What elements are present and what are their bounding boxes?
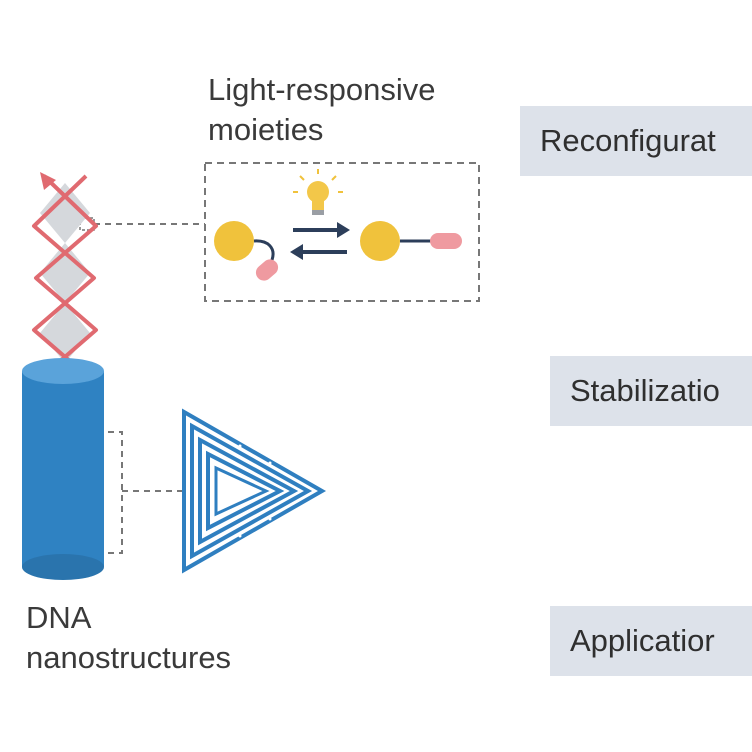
moiety-straight-icon bbox=[360, 221, 462, 261]
equilibrium-arrows-icon bbox=[290, 222, 350, 260]
dna-label-line1: DNA bbox=[26, 600, 92, 635]
light-bulb-icon bbox=[293, 169, 343, 215]
light-responsive-label-line2: moieties bbox=[208, 112, 324, 147]
stabilization-box: Stabilizatio bbox=[550, 356, 752, 426]
dna-label-line2: nanostructures bbox=[26, 640, 232, 675]
moieties-dashed-box bbox=[204, 162, 480, 302]
dna-helix-icon bbox=[32, 172, 98, 384]
triangle-origami-icon bbox=[182, 408, 327, 574]
reconfiguration-box: Reconfigurat bbox=[520, 106, 752, 176]
application-box: Applicatior bbox=[550, 606, 752, 676]
stabilization-label: Stabilizatio bbox=[570, 373, 720, 408]
application-label: Applicatior bbox=[570, 623, 715, 658]
light-responsive-label-line1: Light-responsive bbox=[208, 72, 436, 107]
cylinder-bracket bbox=[108, 431, 182, 554]
reconfiguration-label: Reconfigurat bbox=[540, 123, 716, 158]
cylinder-icon bbox=[22, 358, 104, 580]
triangle-origami-dots bbox=[186, 438, 272, 538]
moiety-bent-icon bbox=[214, 221, 279, 281]
